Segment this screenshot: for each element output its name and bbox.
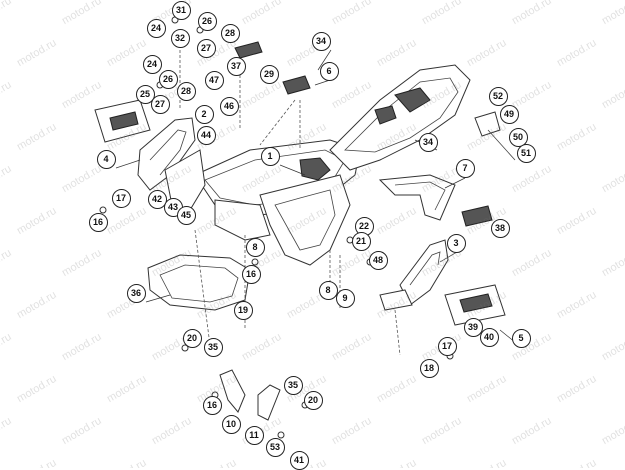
part-callout: 24 <box>142 54 162 74</box>
part-callout: 39 <box>463 317 483 337</box>
part-callout: 27 <box>196 38 216 58</box>
reflector-right <box>461 205 493 227</box>
part-callout: 19 <box>233 300 253 320</box>
part-callout: 18 <box>419 358 439 378</box>
part-callout: 17 <box>437 336 457 356</box>
part-callout: 35 <box>203 337 223 357</box>
part-callout: 26 <box>197 11 217 31</box>
part-callout: 53 <box>265 437 285 457</box>
part-callout: 24 <box>146 18 166 38</box>
part-callout: 25 <box>135 84 155 104</box>
part-callout: 4 <box>96 149 116 169</box>
part-callout: 16 <box>88 212 108 232</box>
part-callout: 21 <box>351 231 371 251</box>
part-callout: 34 <box>311 31 331 51</box>
part-callout: 10 <box>221 414 241 434</box>
right-footrest-bracket <box>379 239 449 311</box>
part-callout: 6 <box>319 61 339 81</box>
part-callout: 52 <box>488 86 508 106</box>
rear-subframe <box>329 64 471 171</box>
part-callout: 38 <box>490 218 510 238</box>
part-callout: 3 <box>446 233 466 253</box>
part-callout: 2 <box>194 104 214 124</box>
part-callout: 28 <box>220 23 240 43</box>
part-callout: 11 <box>244 425 264 445</box>
part-callout: 5 <box>511 328 531 348</box>
part-callout: 8 <box>245 237 265 257</box>
part-callout: 9 <box>335 288 355 308</box>
part-callout: 32 <box>170 28 190 48</box>
part-callout: 47 <box>204 70 224 90</box>
part-callout: 40 <box>479 327 499 347</box>
part-callout: 49 <box>499 104 519 124</box>
part-callout: 50 <box>508 127 528 147</box>
part-callout: 20 <box>182 328 202 348</box>
part-callout: 46 <box>219 96 239 116</box>
main-frame <box>194 139 361 266</box>
part-callout: 8 <box>318 280 338 300</box>
footrest-bracket <box>378 174 456 221</box>
part-callout: 28 <box>176 81 196 101</box>
part-callout: 27 <box>150 94 170 114</box>
side-stand <box>219 369 281 421</box>
part-callout: 35 <box>283 375 303 395</box>
part-callout: 48 <box>368 250 388 270</box>
part-callout: 36 <box>126 283 146 303</box>
skid-plate <box>147 254 251 311</box>
part-callout: 20 <box>303 390 323 410</box>
part-callout: 16 <box>241 264 261 284</box>
part-callout: 16 <box>202 395 222 415</box>
part-callout: 51 <box>516 143 536 163</box>
part-callout: 17 <box>111 188 131 208</box>
reflector-top <box>234 41 311 95</box>
part-callout: 41 <box>289 450 309 470</box>
part-callout: 31 <box>171 0 191 20</box>
part-callout: 34 <box>418 132 438 152</box>
part-callout: 7 <box>455 158 475 178</box>
part-callout: 29 <box>259 64 279 84</box>
clamp-assembly <box>474 111 516 161</box>
part-callout: 42 <box>147 189 167 209</box>
part-callout: 44 <box>196 125 216 145</box>
part-callout: 45 <box>176 205 196 225</box>
warning-label-left <box>94 99 151 143</box>
part-callout: 26 <box>158 69 178 89</box>
part-callout: 37 <box>226 56 246 76</box>
warning-label-right <box>444 284 506 326</box>
part-callout: 1 <box>260 146 280 166</box>
